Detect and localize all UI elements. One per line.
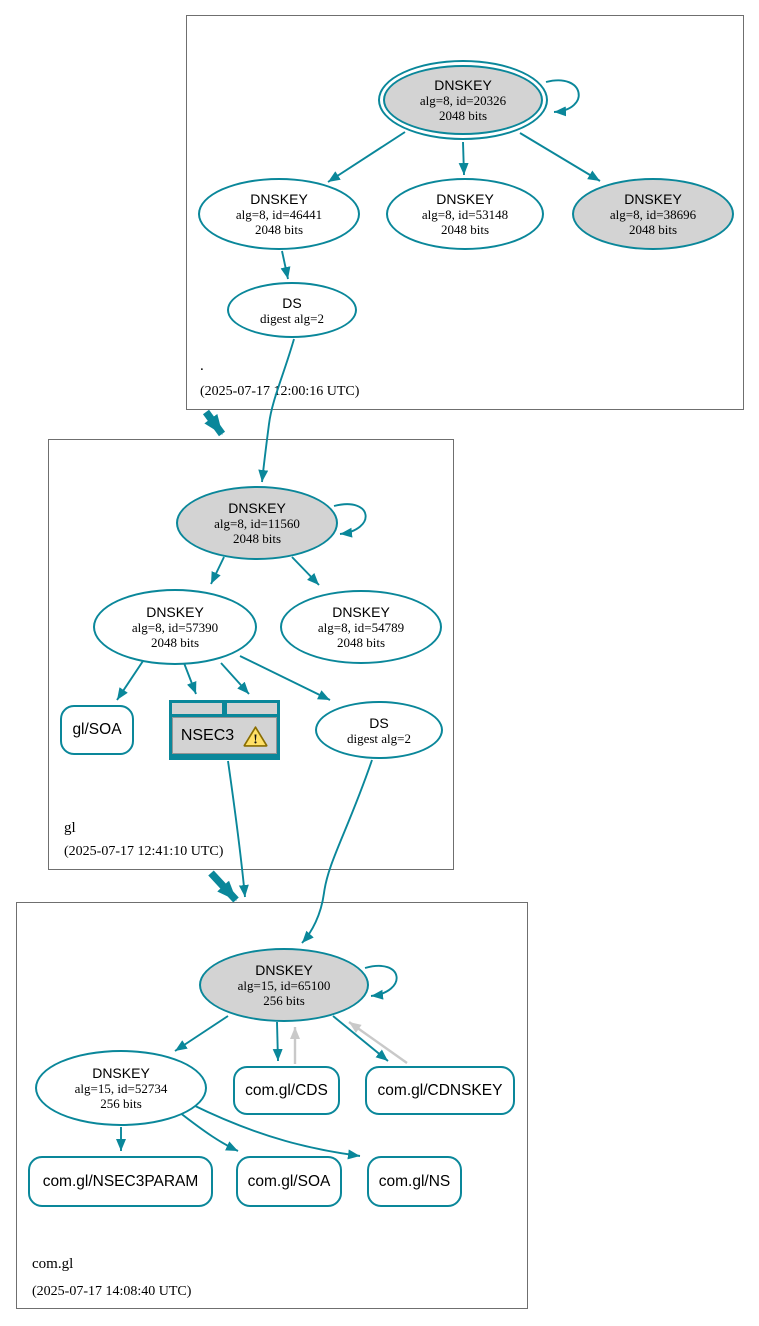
edge-57390-ds xyxy=(239,655,331,701)
edge-selfloop-65100 xyxy=(364,965,398,1000)
zone-box-root xyxy=(186,15,744,410)
node-bits: 2048 bits xyxy=(628,222,678,237)
node-detail: alg=8, id=38696 xyxy=(609,207,697,222)
nsec3-header-row xyxy=(172,703,277,714)
node-detail: alg=15, id=65100 xyxy=(237,978,331,993)
edge-selfloop-20326 xyxy=(545,79,580,117)
node-detail: alg=8, id=54789 xyxy=(317,620,405,635)
node-title: DNSKEY xyxy=(624,191,682,207)
rrset-label: com.gl/CDS xyxy=(245,1081,328,1099)
ds-root-node[interactable]: DS digest alg=2 xyxy=(227,282,357,338)
node-bits: 2048 bits xyxy=(254,222,304,237)
node-title: DNSKEY xyxy=(332,604,390,620)
nsec3-main-cell: NSEC3 ! xyxy=(172,717,277,754)
dnskey-52734-node[interactable]: DNSKEY alg=15, id=52734 256 bits xyxy=(35,1050,207,1126)
dnskey-57390-node[interactable]: DNSKEY alg=8, id=57390 2048 bits xyxy=(93,589,257,665)
edge-gl-ds-to-comgl-ksk xyxy=(301,759,373,944)
nsec3-header-cell-right xyxy=(227,703,277,714)
dnskey-38696-node[interactable]: DNSKEY alg=8, id=38696 2048 bits xyxy=(572,178,734,250)
nsec3-node[interactable]: NSEC3 ! xyxy=(169,700,280,760)
rrset-label: com.gl/NSEC3PARAM xyxy=(42,1172,199,1190)
zone-box-comgl xyxy=(16,902,528,1309)
rrset-comgl-nsec3param-node[interactable]: com.gl/NSEC3PARAM xyxy=(28,1156,213,1207)
edge-cdnskey-to-65100-gray xyxy=(348,1021,408,1064)
node-detail: alg=8, id=46441 xyxy=(235,207,323,222)
edge-57390-soa xyxy=(116,660,144,701)
dnskey-54789-node[interactable]: DNSKEY alg=8, id=54789 2048 bits xyxy=(280,590,442,664)
warning-icon: ! xyxy=(243,725,268,747)
edge-20326-53148 xyxy=(458,141,469,176)
dnskey-ksk-20326-inner: DNSKEY alg=8, id=20326 2048 bits xyxy=(383,65,543,135)
node-title: DS xyxy=(369,714,389,731)
node-bits: 2048 bits xyxy=(438,108,488,123)
node-detail: alg=15, id=52734 xyxy=(74,1081,168,1096)
edge-20326-46441 xyxy=(327,131,406,183)
edge-65100-cdnskey xyxy=(332,1015,389,1062)
rrset-label: com.gl/NS xyxy=(378,1172,451,1190)
node-bits: 2048 bits xyxy=(336,635,386,650)
node-detail: digest alg=2 xyxy=(346,730,412,746)
node-title: DNSKEY xyxy=(92,1065,150,1081)
node-title: DNSKEY xyxy=(228,500,286,516)
nsec3-label: NSEC3 xyxy=(180,726,235,744)
dnskey-ksk-11560-node[interactable]: DNSKEY alg=8, id=11560 2048 bits xyxy=(176,486,338,560)
zone-label-comgl: com.gl xyxy=(32,1256,74,1272)
edge-selfloop-11560 xyxy=(333,503,367,538)
zone-label-gl: gl xyxy=(64,820,76,836)
warning-triangle xyxy=(243,725,268,747)
edge-11560-57390 xyxy=(210,556,225,585)
rrset-comgl-cdnskey-node[interactable]: com.gl/CDNSKEY xyxy=(365,1066,515,1115)
rrset-label: com.gl/SOA xyxy=(247,1172,331,1190)
nsec3-header-cell-left xyxy=(172,703,222,714)
node-detail: alg=8, id=11560 xyxy=(214,516,300,531)
zone-timestamp-comgl: (2025-07-17 14:08:40 UTC) xyxy=(32,1284,192,1299)
node-bits: 2048 bits xyxy=(150,635,200,650)
edge-delegation-root-to-gl xyxy=(202,409,226,437)
node-bits: 256 bits xyxy=(100,1096,142,1111)
rrset-comgl-soa-node[interactable]: com.gl/SOA xyxy=(236,1156,342,1207)
edge-52734-soa xyxy=(178,1111,239,1152)
node-title: DNSKEY xyxy=(436,191,494,207)
edge-11560-54789 xyxy=(291,556,320,586)
zone-label-root: . xyxy=(200,358,204,374)
edge-57390-nsec3-right xyxy=(220,662,250,695)
rrset-label: gl/SOA xyxy=(72,721,122,738)
dnskey-46441-node[interactable]: DNSKEY alg=8, id=46441 2048 bits xyxy=(198,178,360,250)
rrset-comgl-ns-node[interactable]: com.gl/NS xyxy=(367,1156,462,1207)
node-title: DNSKEY xyxy=(434,77,492,93)
zone-timestamp-gl: (2025-07-17 12:41:10 UTC) xyxy=(64,844,224,859)
node-title: DS xyxy=(282,294,302,311)
edge-20326-38696 xyxy=(519,132,601,182)
warning-glyph: ! xyxy=(253,731,258,746)
ds-gl-node[interactable]: DS digest alg=2 xyxy=(315,701,443,759)
rrset-label: com.gl/CDNSKEY xyxy=(377,1081,503,1099)
dnskey-ksk-20326-node[interactable]: DNSKEY alg=8, id=20326 2048 bits xyxy=(378,60,548,140)
zone-timestamp-root: (2025-07-17 12:00:16 UTC) xyxy=(200,384,360,399)
edge-46441-ds xyxy=(280,250,291,280)
node-bits: 2048 bits xyxy=(440,222,490,237)
node-title: DNSKEY xyxy=(250,191,308,207)
dnskey-ksk-65100-node[interactable]: DNSKEY alg=15, id=65100 256 bits xyxy=(199,948,369,1022)
rrset-gl-soa-node[interactable]: gl/SOA xyxy=(60,705,134,755)
edge-gl-nsec3-to-comgl xyxy=(227,760,249,898)
dnskey-53148-node[interactable]: DNSKEY alg=8, id=53148 2048 bits xyxy=(386,178,544,250)
edge-65100-cds xyxy=(272,1021,283,1062)
node-detail: alg=8, id=53148 xyxy=(421,207,509,222)
zone-box-gl xyxy=(48,439,454,870)
node-detail: alg=8, id=20326 xyxy=(419,93,507,108)
node-bits: 256 bits xyxy=(263,993,305,1008)
node-detail: alg=8, id=57390 xyxy=(131,620,219,635)
node-title: DNSKEY xyxy=(146,604,204,620)
edge-root-ds-to-gl-ksk xyxy=(258,338,295,483)
edge-delegation-gl-to-comgl xyxy=(208,870,239,903)
node-bits: 2048 bits xyxy=(232,531,282,546)
edge-65100-52734 xyxy=(174,1015,229,1052)
edge-52734-ns xyxy=(190,1103,361,1160)
edge-57390-nsec3-left xyxy=(183,662,197,695)
node-title: DNSKEY xyxy=(255,962,313,978)
node-detail: digest alg=2 xyxy=(259,310,325,326)
rrset-comgl-cds-node[interactable]: com.gl/CDS xyxy=(233,1066,340,1115)
